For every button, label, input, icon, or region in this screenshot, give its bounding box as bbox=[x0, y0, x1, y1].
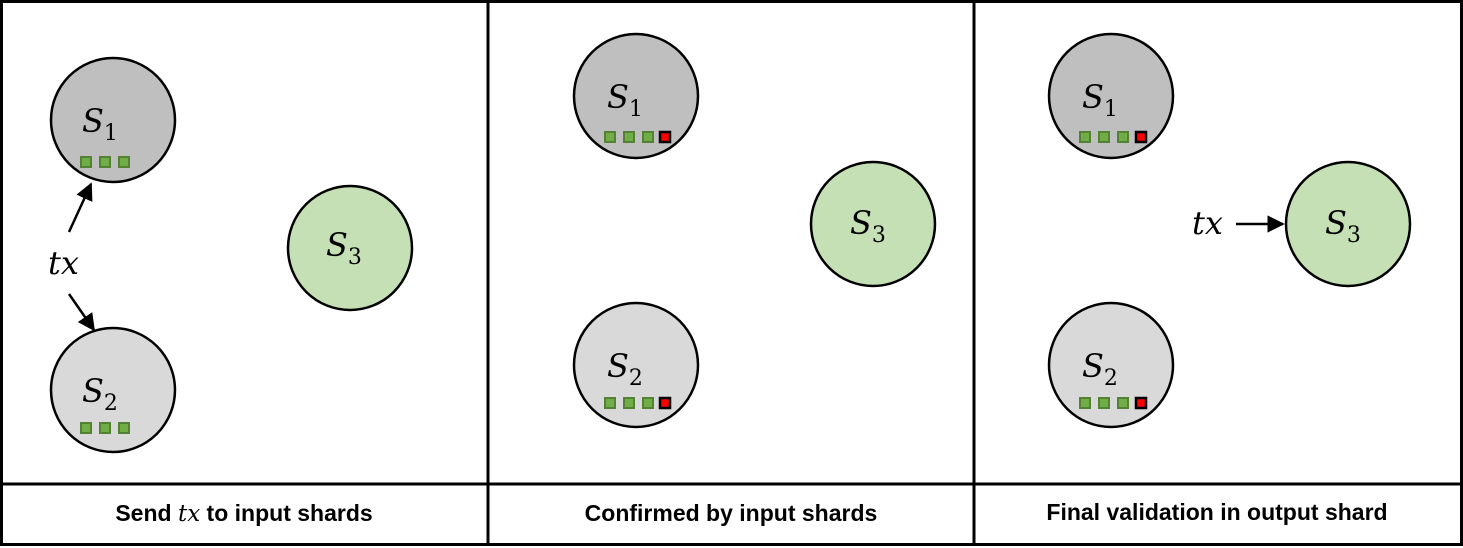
block-row bbox=[1079, 396, 1148, 410]
block-red bbox=[1134, 396, 1148, 410]
block-red bbox=[658, 396, 672, 410]
block-green bbox=[1098, 397, 1110, 409]
shard-s3: S3 bbox=[286, 184, 414, 312]
shard-label: S1 bbox=[1082, 78, 1118, 122]
block-green bbox=[118, 422, 130, 434]
tx-label: tx bbox=[48, 244, 79, 282]
block-green bbox=[642, 131, 654, 143]
shard-s3: S3 bbox=[809, 160, 937, 288]
block-row bbox=[80, 156, 130, 168]
block-green bbox=[1079, 397, 1091, 409]
panel-send: S1 S2 S3 tx Send tx to input shards bbox=[48, 56, 414, 527]
panel-caption: Confirmed by input shards bbox=[585, 500, 878, 526]
block-red bbox=[658, 130, 672, 144]
block-red bbox=[1134, 130, 1148, 144]
panel-caption: Send tx to input shards bbox=[115, 500, 372, 527]
shard-s2: S2 bbox=[1047, 301, 1175, 429]
shard-s3: S3 bbox=[1284, 160, 1412, 288]
block-green bbox=[80, 422, 92, 434]
tx-label: tx bbox=[1192, 204, 1223, 242]
block-green bbox=[623, 131, 635, 143]
block-row bbox=[604, 396, 672, 410]
block-green bbox=[604, 397, 616, 409]
block-green bbox=[99, 156, 111, 168]
panel-final: S1 S2 S3 tx Final validation in outp bbox=[1046, 32, 1412, 525]
block-green bbox=[1079, 131, 1091, 143]
shard-label: S3 bbox=[326, 226, 362, 270]
panel-caption: Final validation in output shard bbox=[1046, 499, 1387, 525]
shard-s1: S1 bbox=[1047, 32, 1175, 160]
shard-label: S1 bbox=[607, 78, 643, 122]
block-green bbox=[642, 397, 654, 409]
block-green bbox=[623, 397, 635, 409]
shard-label: S3 bbox=[1325, 204, 1361, 248]
shard-s1: S1 bbox=[49, 56, 177, 184]
block-green bbox=[118, 156, 130, 168]
shard-label: S2 bbox=[82, 372, 118, 416]
shard-s2: S2 bbox=[49, 326, 177, 454]
panel-confirmed: S1 S2 S3 Confirmed by input shards bbox=[572, 32, 937, 526]
block-row bbox=[1079, 130, 1148, 144]
shard-label: S2 bbox=[1082, 347, 1118, 391]
arrow-to-s1 bbox=[67, 182, 93, 233]
shard-s1: S1 bbox=[572, 32, 700, 160]
block-green bbox=[604, 131, 616, 143]
block-green bbox=[1117, 131, 1129, 143]
block-green bbox=[80, 156, 92, 168]
shard-label: S2 bbox=[607, 347, 643, 391]
arrow-to-s2 bbox=[67, 293, 96, 332]
block-green bbox=[1098, 131, 1110, 143]
shard-s2: S2 bbox=[572, 301, 700, 429]
block-green bbox=[1117, 397, 1129, 409]
block-green bbox=[99, 422, 111, 434]
shard-label: S1 bbox=[82, 102, 118, 146]
block-row bbox=[604, 130, 672, 144]
shard-label: S3 bbox=[850, 204, 886, 248]
block-row bbox=[80, 422, 130, 434]
